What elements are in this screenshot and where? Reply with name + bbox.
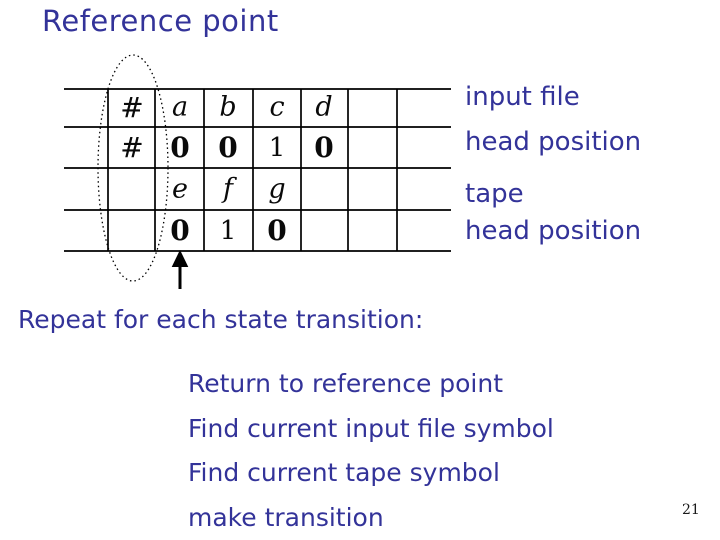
tape-cell: c [269,91,285,123]
reference-column-ellipse-icon [97,54,169,282]
step-make-transition: make transition [188,502,384,532]
up-arrow-icon [171,249,189,289]
tape-cell: 0 [170,214,190,247]
tape-cell: 0 [170,131,190,164]
transition-steps: Return to reference point Find current i… [188,362,554,540]
row-label-head-position-2: head position [465,216,642,246]
page-number: 21 [682,502,700,518]
tape-cell: g [268,173,286,205]
tape-grid-vertical-lines [107,89,398,251]
repeat-heading: Repeat for each state transition: [18,305,424,334]
tape-cell: b [219,91,237,123]
tape-cell: e [172,173,188,205]
row-label-tape: tape [465,179,524,209]
tape-cell: 1 [219,216,237,246]
tape-cell: 0 [218,131,238,164]
row-label-input-file: input file [465,82,580,112]
tape-cell: 0 [314,131,334,164]
tape-cell: 1 [268,133,286,163]
tape-cell: f [223,173,233,205]
page-title: Reference point [42,4,279,38]
row-label-head-position-1: head position [465,127,642,157]
step-find-input-file-symbol: Find current input file symbol [188,413,554,443]
tape-cell: d [315,91,333,123]
step-find-tape-symbol: Find current tape symbol [188,458,500,487]
step-return-to-reference-point: Return to reference point [188,369,504,398]
tape-cell: 0 [267,214,287,247]
tape-cell: a [171,91,189,123]
tape-cell: # [120,91,144,124]
tape-grid-horizontal-lines [64,88,451,252]
tape-cell: # [120,131,144,164]
